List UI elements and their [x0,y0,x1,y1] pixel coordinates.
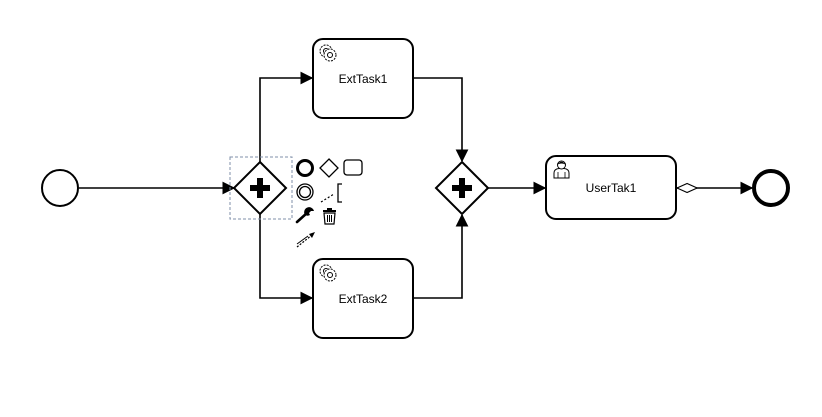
plus-icon [452,178,472,198]
append-task-button[interactable] [342,158,364,178]
append-text-annotation-button[interactable] [319,182,345,204]
task-usertak1[interactable]: UserTak1 [545,155,677,220]
end-event-icon [296,159,314,177]
append-gateway-button[interactable] [319,158,339,178]
connect-button[interactable] [295,230,317,250]
wrench-icon [295,207,314,224]
task-label: ExtTask1 [339,72,388,86]
start-event[interactable] [41,169,79,207]
user-icon [553,160,570,179]
task-exttask1[interactable]: ExtTask1 [312,38,414,119]
flow-split-to-exttask2[interactable] [259,214,314,305]
append-intermediate-event-button[interactable] [295,182,315,202]
delete-button[interactable] [320,206,340,226]
task-icon [343,159,363,176]
selection-outline [229,156,293,220]
plus-icon [250,178,270,198]
gear-icon [319,264,337,282]
parallel-gateway-split[interactable] [229,156,293,220]
context-pad [295,158,364,250]
change-type-button[interactable] [295,206,317,226]
gateway-icon [319,158,339,178]
task-label: ExtTask2 [339,292,388,306]
gear-icon [319,44,337,62]
connect-arrow-icon [296,232,315,248]
trash-icon [323,208,336,225]
intermediate-event-icon [296,183,314,201]
sequence-flows [79,71,752,305]
end-event[interactable] [752,169,790,207]
append-end-event-button[interactable] [295,158,315,178]
task-exttask2[interactable]: ExtTask2 [312,258,414,339]
flow-exttask1-to-join[interactable] [413,77,469,163]
flow-split-to-exttask1[interactable] [259,71,314,162]
text-annotation-icon [320,183,342,203]
flow-exttask2-to-join[interactable] [413,213,469,299]
task-label: UserTak1 [586,181,637,195]
parallel-gateway-join[interactable] [434,160,490,216]
